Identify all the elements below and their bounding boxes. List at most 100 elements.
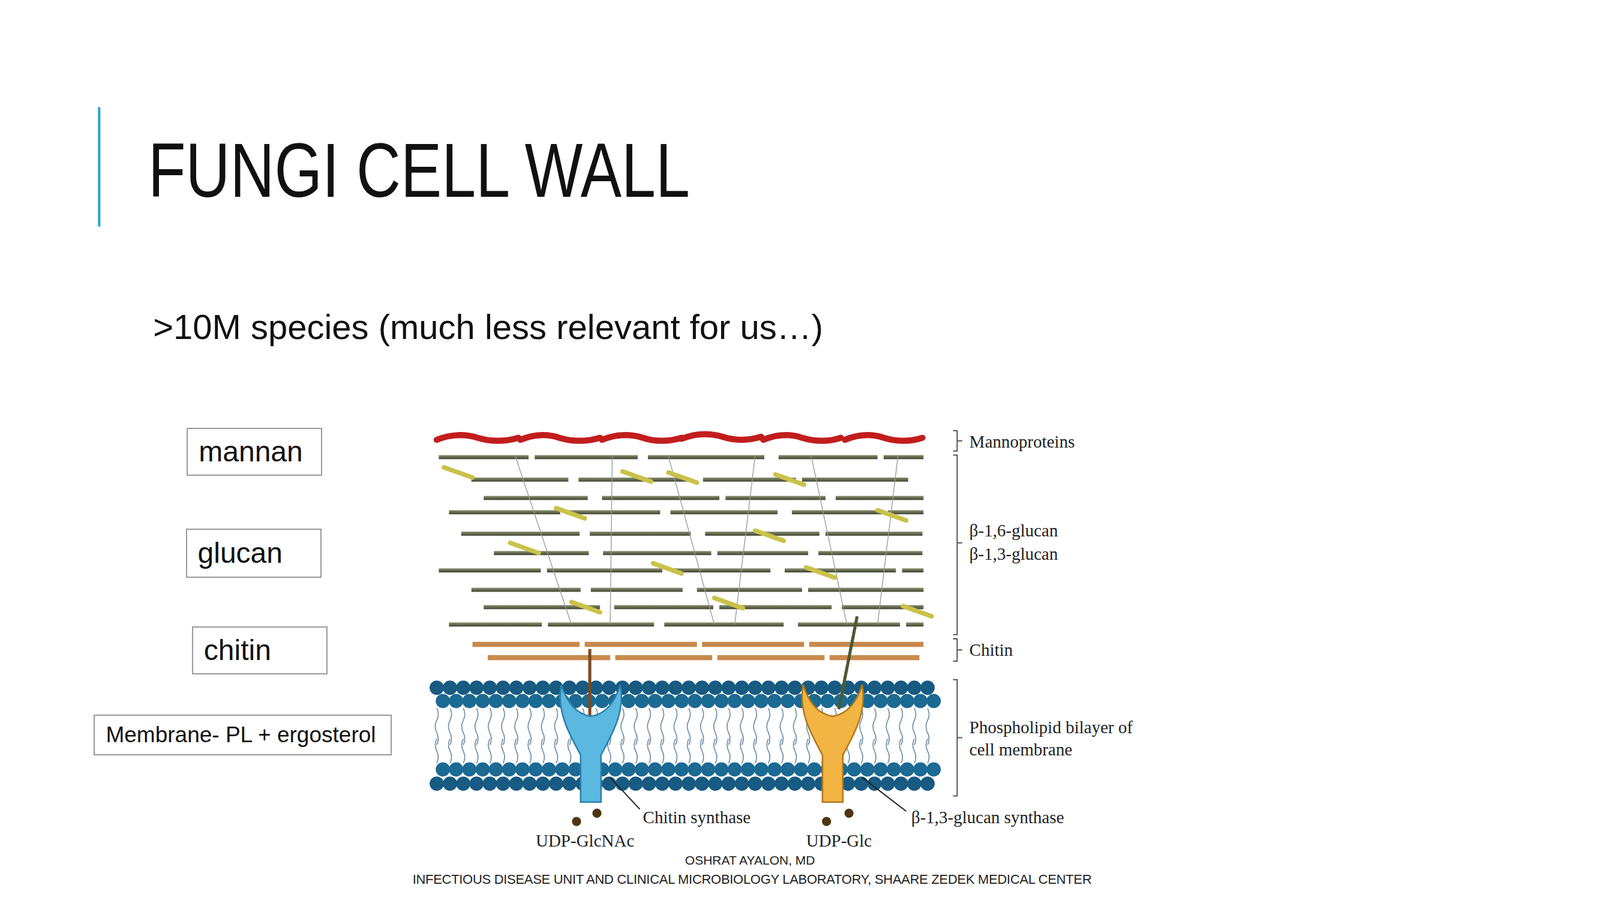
beta-1-6-glucan bbox=[755, 530, 785, 541]
glucan-chain bbox=[461, 531, 580, 536]
lipid-head bbox=[641, 776, 657, 791]
lipid-tail bbox=[475, 738, 479, 764]
glucan-chain bbox=[717, 550, 809, 555]
lipid-head bbox=[899, 693, 915, 708]
lipid-head bbox=[681, 680, 696, 695]
beta-1-6-glucan bbox=[556, 508, 585, 519]
lipid-head bbox=[647, 761, 663, 777]
layer-label: β-1,6-glucan bbox=[969, 519, 1059, 543]
lipid-tail bbox=[541, 738, 545, 764]
lipid-tail bbox=[872, 738, 876, 764]
lipid-head bbox=[780, 693, 795, 708]
glucan-chain bbox=[547, 568, 663, 573]
lipid-head bbox=[488, 761, 504, 777]
lipid-head bbox=[541, 761, 557, 777]
lipid-head bbox=[641, 680, 657, 695]
lipid-head bbox=[496, 680, 511, 695]
lipid-tail bbox=[554, 738, 558, 764]
lipid-head bbox=[774, 776, 789, 791]
glucan-chain bbox=[471, 477, 569, 482]
lipid-head bbox=[806, 761, 822, 777]
lipid-tail bbox=[793, 738, 797, 764]
beta-1-6-glucan bbox=[775, 474, 805, 485]
lipid-tail bbox=[912, 738, 916, 764]
lipid-head bbox=[827, 680, 842, 695]
lipid-head bbox=[482, 776, 498, 791]
brackets bbox=[953, 430, 963, 797]
lipid-head bbox=[535, 680, 551, 695]
lipid-head bbox=[748, 680, 763, 695]
glucan-synthase bbox=[802, 616, 864, 826]
glucan-chain bbox=[902, 568, 924, 573]
lipid-tail bbox=[806, 738, 810, 764]
lipid-head bbox=[554, 761, 570, 777]
lipid-head bbox=[621, 693, 636, 708]
lipid-tail bbox=[527, 738, 531, 764]
lipid-head bbox=[787, 776, 803, 791]
lipid-head bbox=[867, 680, 882, 695]
lipid-head bbox=[926, 693, 941, 708]
lipid-tail bbox=[859, 738, 863, 764]
lipid-head bbox=[634, 761, 650, 777]
enzyme-label: β-1,3-glucan synthase bbox=[911, 806, 1065, 830]
lipid-head bbox=[727, 761, 743, 777]
lipid-head bbox=[608, 761, 623, 777]
glucan-chain bbox=[797, 622, 900, 627]
glucan-chain bbox=[905, 622, 924, 627]
lipid-tail bbox=[766, 738, 770, 764]
lipid-head bbox=[687, 693, 702, 708]
lipid-head bbox=[767, 693, 782, 708]
lipid-head bbox=[528, 693, 543, 708]
layer-box: glucan bbox=[185, 528, 322, 578]
lipid-tail bbox=[926, 738, 930, 764]
glucan-chain bbox=[566, 509, 660, 515]
lipid-head bbox=[754, 693, 769, 708]
lipid-head bbox=[455, 680, 471, 695]
glucan-chain bbox=[602, 496, 720, 501]
beta-1-6-glucan bbox=[622, 471, 652, 482]
lipid-tail bbox=[634, 738, 638, 764]
glucan-chain bbox=[547, 622, 654, 627]
lipid-head bbox=[774, 680, 789, 695]
lipid-head bbox=[496, 776, 511, 791]
lipid-head bbox=[615, 776, 630, 791]
glucan-chain bbox=[670, 509, 778, 515]
lipid-head bbox=[674, 693, 689, 708]
lipid-head bbox=[707, 776, 723, 791]
lipid-head bbox=[687, 761, 702, 777]
lipid-head bbox=[740, 761, 756, 777]
layer-box: chitin bbox=[191, 626, 328, 675]
lipid-head bbox=[847, 761, 862, 777]
lipid-head bbox=[740, 693, 756, 708]
lipid-head bbox=[886, 761, 902, 777]
lipid-head bbox=[435, 693, 450, 708]
lipid-head bbox=[522, 680, 537, 695]
glucan-chain bbox=[614, 605, 714, 610]
lipid-head bbox=[854, 776, 869, 791]
lipid-head bbox=[787, 680, 803, 695]
lipid-head bbox=[668, 680, 683, 695]
lipid-head bbox=[873, 761, 888, 777]
lipid-head bbox=[880, 776, 896, 791]
lipid-head bbox=[721, 776, 737, 791]
lipid-head bbox=[502, 693, 517, 708]
beta-1-6-glucan bbox=[714, 598, 744, 609]
lipid-head bbox=[694, 680, 710, 695]
lipid-tail bbox=[740, 738, 744, 764]
lipid-head bbox=[920, 680, 935, 695]
lipid-head bbox=[469, 776, 484, 791]
lipid-head bbox=[442, 776, 458, 791]
lipid-head bbox=[780, 761, 795, 777]
lipid-head bbox=[734, 680, 750, 695]
lipid-head bbox=[535, 776, 551, 791]
glucan-chain bbox=[590, 587, 683, 593]
leader-lines bbox=[610, 777, 906, 812]
layer-label: Mannoproteins bbox=[969, 430, 1076, 454]
lipid-tail bbox=[568, 738, 572, 764]
beta-1-6-glucan bbox=[443, 467, 473, 478]
lipid-head bbox=[913, 693, 928, 708]
glucan-chain bbox=[725, 496, 826, 501]
lipid-tail bbox=[673, 738, 677, 764]
lipid-tail bbox=[700, 738, 704, 764]
mannoprotein-chain bbox=[436, 434, 923, 441]
